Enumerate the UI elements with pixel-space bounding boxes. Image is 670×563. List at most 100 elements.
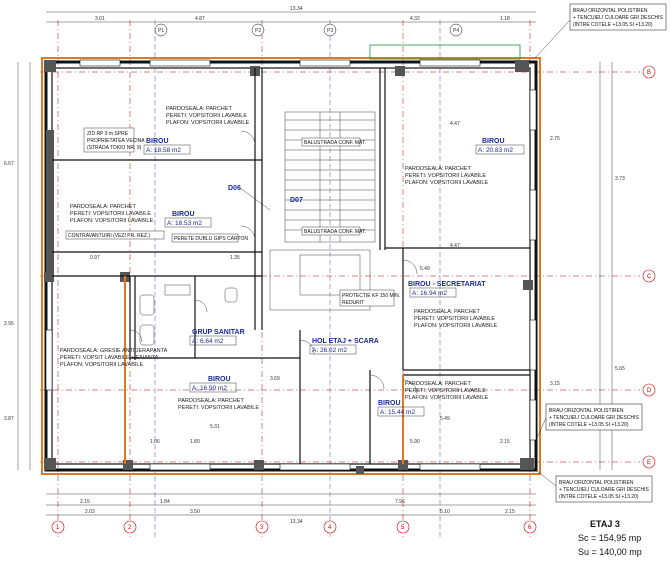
svg-text:BRAU ORIZONTAL POLISTIREN: BRAU ORIZONTAL POLISTIREN — [549, 408, 624, 414]
finish-line: PERETI: VOPSITORII LAVABILE — [166, 113, 247, 119]
svg-text:(STRADA TOKIO NR. 9): (STRADA TOKIO NR. 9) — [87, 145, 142, 151]
door-label-d07: D07 — [290, 197, 303, 204]
svg-text:CONTRAVANTUIRI (VEZI PR. REZ.): CONTRAVANTUIRI (VEZI PR. REZ.) — [68, 233, 150, 239]
svg-text:PERETE DUBLU GIPS CARTON: PERETE DUBLU GIPS CARTON — [174, 236, 248, 242]
dim-bottom-a: 2.03 — [85, 509, 95, 515]
room-area: A: 18.53 m2 — [167, 220, 202, 227]
room-name: BIROU — [378, 400, 401, 407]
svg-text:BRAU ORIZONTAL POLISTIREN: BRAU ORIZONTAL POLISTIREN — [559, 480, 634, 486]
svg-text:+ TENCUIELI CULOARE GRI DESCHI: + TENCUIELI CULOARE GRI DESCHIS — [559, 487, 649, 493]
dim-in-8: 2.15 — [500, 439, 510, 445]
finish-line: PARDOSEALA: GRESIE ANTIDERAPANTA — [60, 348, 168, 354]
dim-left-a: 6.67 — [4, 161, 14, 167]
room-holetaj: HOL ETAJ + SCARA A: 26.02 m2 — [309, 338, 379, 355]
room-birou-nw: PARDOSEALA: PARCHET PERETI: VOPSITORII L… — [143, 106, 249, 155]
axis-right-b: B — [647, 70, 651, 76]
note-brau-top: BRAU ORIZONTAL POLISTIREN + TENCUIELI CU… — [569, 3, 667, 31]
dim-bottom2-b: 1.84 — [160, 499, 170, 505]
note-brau-bottom: BRAU ORIZONTAL POLISTIREN + TENCUIELI CU… — [555, 475, 653, 503]
room-birou-se: PARDOSEALA: PARCHET PERETI: VOPSITORII L… — [377, 381, 488, 417]
dim-left-b: 2.95 — [4, 321, 14, 327]
dim-in-10: 1.35 — [230, 255, 240, 261]
finish-line: PLAFON: VOPSITORII LAVABILE — [405, 180, 488, 186]
dim-right-a: 3.73 — [615, 176, 625, 182]
windows — [45, 59, 537, 471]
dim-right-c: 2.75 — [550, 136, 560, 142]
axis-bottom-5: 5 — [401, 525, 405, 531]
title-block: ETAJ 3 Sc = 154,95 mp Su = 140,00 mp — [578, 519, 642, 557]
dim-in-1: 4.47 — [450, 121, 460, 127]
axis-bottom-4: 4 — [328, 525, 332, 531]
axis-top-2: P2 — [255, 28, 261, 34]
axis-right-c: C — [647, 274, 652, 280]
svg-text:(INTRE COTELE +13.05 SI +13.20: (INTRE COTELE +13.05 SI +13.20) — [573, 22, 653, 28]
finish-line: PARDOSEALA: PARCHET — [178, 398, 244, 404]
note-contravantuiri: CONTRAVANTUIRI (VEZI PR. REZ.) — [65, 230, 165, 240]
dim-in-7: 5.90 — [410, 439, 420, 445]
dim-bottom-b: 3.50 — [190, 509, 200, 515]
note-protectie: PROTECTIE KF 150 MIN. REDURIT — [339, 289, 400, 307]
plan-su: Su = 140,00 mp — [578, 547, 642, 557]
room-area: A: 18.58 m2 — [146, 147, 181, 154]
axis-bottom-1: 1 — [56, 525, 60, 531]
dim-in-11: 5.49 — [440, 416, 450, 422]
room-name: BIROU — [482, 138, 505, 145]
finish-line: PERETI: VOPSIT LAVABILE + FAIANTA — [60, 355, 159, 361]
finish-line: PERETI: VOPSITORII LAVABILE — [70, 211, 151, 217]
dim-in-4: 5.31 — [210, 424, 220, 430]
room-name: BIROU - SECRETARIAT — [408, 281, 486, 288]
dim-right-d: 3.15 — [550, 381, 560, 387]
columns — [44, 60, 534, 474]
room-area: A: 20.83 m2 — [478, 147, 513, 154]
finish-line: PLAFON: VOPSITORII LAVABILE — [414, 323, 497, 329]
finish-line: PERETI: VOPSITORII LAVABILE — [405, 173, 486, 179]
finish-line: PARDOSEALA: PARCHET — [414, 309, 480, 315]
finish-line: PARDOSEALA: PARCHET — [70, 204, 136, 210]
svg-text:REDURIT: REDURIT — [342, 300, 364, 306]
dim-bottom-d: 2.15 — [505, 509, 515, 515]
dim-bottom-total: 13.34 — [290, 519, 303, 525]
room-area: A: 16.90 m2 — [192, 385, 227, 392]
doors — [129, 130, 418, 395]
axis-bubbles-right — [642, 65, 656, 469]
axis-top-4: P4 — [453, 28, 459, 34]
svg-text:BALUSTRADA CONF. MAT.: BALUSTRADA CONF. MAT. — [304, 229, 366, 235]
plan-sc: Sc = 154,95 mp — [578, 533, 641, 543]
svg-text:ZID RP 3 m SPRE: ZID RP 3 m SPRE — [87, 131, 129, 137]
finish-line: PARDOSEALA: PARCHET — [405, 166, 471, 172]
svg-text:PROTECTIE KF 150 MIN.: PROTECTIE KF 150 MIN. — [342, 293, 400, 299]
axis-bottom-6: 6 — [528, 525, 532, 531]
svg-text:+ TENCUIELI CULOARE GRI DESCHI: + TENCUIELI CULOARE GRI DESCHIS — [573, 15, 663, 21]
room-name: BIROU — [146, 138, 169, 145]
interior-walls — [52, 68, 530, 464]
room-area: A: 15.44 m2 — [380, 409, 415, 416]
dim-in-9: 0.97 — [90, 255, 100, 261]
dim-top-c: 4.32 — [410, 16, 420, 22]
dim-bottom-c: 5.10 — [440, 509, 450, 515]
room-area: A: 26.02 m2 — [312, 347, 347, 354]
axis-right-d: D — [647, 388, 652, 394]
finish-line: PERETI: VOPSITORII LAVABILE — [405, 388, 486, 394]
finish-line: PLAFON: VOPSITORII LAVABILE — [60, 362, 143, 368]
dim-bottom2-c: 7.96 — [395, 499, 405, 505]
exterior-walls — [41, 57, 541, 475]
dim-in-3: 5.49 — [420, 266, 430, 272]
axis-top-3: P3 — [327, 28, 333, 34]
svg-text:+ TENCUIELI CULOARE GRI DESCHI: + TENCUIELI CULOARE GRI DESCHIS — [549, 415, 639, 421]
room-name: GRUP SANITAR — [192, 329, 245, 336]
room-area: A: 16.94 m2 — [412, 290, 447, 297]
neighbor-wall-hatch — [46, 130, 54, 280]
dim-bottom2-a: 2.15 — [80, 499, 90, 505]
axis-right-e: E — [647, 460, 651, 466]
finish-line: PLAFON: VOPSITORII LAVABILE — [405, 395, 488, 401]
dim-top-b: 4.87 — [195, 16, 205, 22]
note-brau-right: BRAU ORIZONTAL POLISTIREN + TENCUIELI CU… — [545, 403, 643, 431]
finish-line: PARDOSEALA: PARCHET — [405, 381, 471, 387]
dim-in-2: 4.47 — [450, 243, 460, 249]
dim-top-a: 3.01 — [95, 16, 105, 22]
axis-bubbles-top — [154, 23, 463, 37]
axis-bottom-2: 2 — [128, 525, 132, 531]
note-balustrada-2: BALUSTRADA CONF. MAT. — [301, 226, 366, 236]
room-birou-ne: BIROU A: 20.83 m2 PARDOSEALA: PARCHET PE… — [405, 138, 525, 186]
finish-line: PERETI: VOPSITORII LAVABILE — [414, 316, 495, 322]
